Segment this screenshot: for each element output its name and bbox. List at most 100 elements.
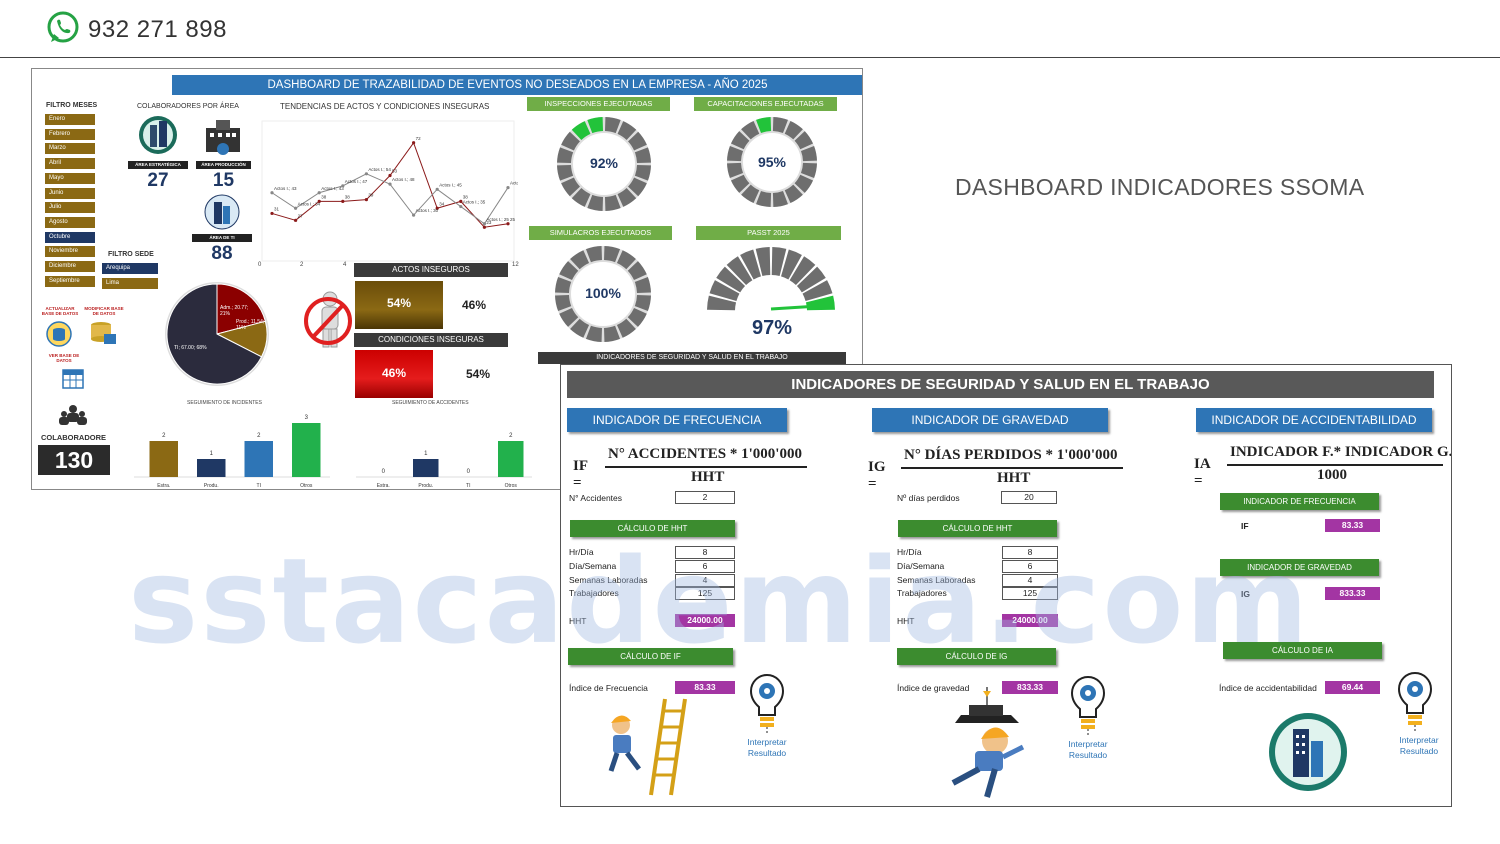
- ig-dias-input[interactable]: 20: [1001, 491, 1057, 504]
- hht-row-input[interactable]: 4: [1002, 573, 1058, 587]
- hht-row-input[interactable]: 125: [675, 587, 735, 601]
- line-point: [317, 191, 321, 195]
- ig-result-label: Índice de gravedad: [897, 683, 970, 693]
- inspecciones-value: 92%: [589, 155, 619, 171]
- line-point: [459, 204, 463, 209]
- cond-pct-b: 54%: [466, 367, 491, 381]
- ia-if-value: 83.33: [1325, 519, 1380, 532]
- frecuencia-header: INDICADOR DE FRECUENCIA: [567, 408, 787, 432]
- sede-button-lima[interactable]: Lima: [102, 278, 158, 289]
- capacitaciones-value: 95%: [757, 154, 787, 170]
- month-button[interactable]: Noviembre: [45, 246, 95, 258]
- line-data-label: Actos I.; 43: [321, 186, 344, 191]
- whatsapp-icon[interactable]: [46, 11, 80, 45]
- line-point: [364, 172, 368, 176]
- bar-value-label: 0: [467, 469, 471, 475]
- gauge-segment: [707, 295, 737, 311]
- if-accidentes-label: N° Accidentes: [569, 493, 623, 503]
- phone-number[interactable]: 932 271 898: [88, 16, 227, 43]
- line-data-label: Actos I.; 35: [463, 200, 486, 205]
- line-data-label: 27: [298, 213, 304, 218]
- modificar-label: MODIFICAR BASE DE DATOS: [84, 306, 124, 316]
- month-button[interactable]: Enero: [45, 114, 95, 125]
- hht-row-input[interactable]: 8: [1002, 546, 1058, 559]
- month-button[interactable]: Octubre: [45, 231, 95, 243]
- line-data-label: Actos I.; 46: [510, 181, 518, 186]
- gravedad-header: INDICADOR DE GRAVEDAD: [872, 408, 1108, 432]
- line-point: [459, 199, 463, 203]
- table-view-icon[interactable]: [62, 368, 84, 390]
- if-result-value: 83.33: [675, 681, 735, 694]
- line-point: [412, 213, 416, 217]
- bulb-gear-icon[interactable]: [745, 671, 789, 733]
- ia-interpret-button[interactable]: Interpretar Resultado: [1399, 735, 1439, 756]
- passt-header: PASST 2025: [696, 226, 841, 240]
- dashboard-title: DASHBOARD DE TRAZABILIDAD DE EVENTOS NO …: [172, 75, 862, 95]
- bulb-gear-icon[interactable]: [1066, 673, 1110, 735]
- gauge-segment: [794, 131, 814, 150]
- gauge-segment: [634, 164, 651, 181]
- hht-row-input[interactable]: 8: [675, 546, 735, 559]
- if-accidentes-input[interactable]: 2: [675, 491, 735, 504]
- pie-slice-adm: [216, 283, 266, 335]
- team-icon: [59, 405, 87, 425]
- bar-category-label: Otros: [505, 483, 518, 489]
- month-button[interactable]: Julio: [45, 202, 95, 214]
- bulb-gear-icon[interactable]: [1393, 669, 1437, 731]
- if-fraction-line: [605, 466, 807, 468]
- pie-slice-ti: [166, 283, 263, 385]
- database-refresh-icon[interactable]: [46, 321, 72, 347]
- ia-calculo-header: CÁLCULO DE IA: [1223, 642, 1382, 659]
- gauge-inner: [571, 262, 635, 326]
- bar-produ: [413, 459, 439, 477]
- month-button[interactable]: Diciembre: [45, 261, 95, 272]
- month-button[interactable]: Febrero: [45, 128, 95, 140]
- ig-interpret-button[interactable]: Interpretar Resultado: [1068, 739, 1108, 760]
- bar-produ: [197, 459, 226, 477]
- sede-button-arequipa[interactable]: Arequipa: [102, 263, 158, 274]
- gauge-segment: [627, 261, 647, 281]
- office-building-icon: [204, 194, 240, 230]
- ig-lhs: IG =: [868, 459, 886, 492]
- passt-gauge: [707, 247, 835, 311]
- gauge-segment: [726, 256, 753, 286]
- if-calculo-header: CÁLCULO DE IF: [568, 648, 733, 665]
- hht-row-input[interactable]: 6: [675, 559, 735, 573]
- ig-denominator: HHT: [997, 470, 1031, 486]
- month-button[interactable]: Marzo: [45, 143, 95, 155]
- line-axis-tick: 0: [258, 262, 262, 268]
- seguimiento-accidentes-title: SEGUIMIENTO DE ACCIDENTES: [392, 400, 469, 406]
- line-point: [435, 206, 439, 210]
- ig-calculo-header: CÁLCULO DE IG: [897, 648, 1056, 665]
- line-data-label: Actos I.; 48: [392, 177, 415, 182]
- gauge-segment: [716, 266, 746, 293]
- area-pie-chart: [165, 282, 269, 386]
- building-icon: [139, 116, 177, 154]
- database-edit-icon[interactable]: [88, 320, 118, 346]
- pie-label-adm: Adm.; 20.77; 21%: [220, 305, 249, 317]
- colaboradores-total: 130: [38, 445, 110, 475]
- line-data-label: Actos I.; 25: [486, 217, 509, 222]
- hht-row-input[interactable]: 125: [1002, 587, 1058, 601]
- gauge-segment: [634, 147, 651, 164]
- gauge-segment: [570, 250, 590, 270]
- month-button[interactable]: Mayo: [45, 172, 95, 184]
- hht-row-label: Hr/Día: [897, 547, 922, 557]
- month-button[interactable]: Septiembre: [45, 275, 95, 287]
- line-point: [506, 222, 510, 226]
- line-data-label: 23: [486, 220, 492, 225]
- gauge-segment: [771, 247, 787, 277]
- gauge-segment: [559, 307, 579, 327]
- hht-row-input[interactable]: 6: [1002, 559, 1058, 573]
- gauge-inner: [743, 133, 801, 191]
- hht-row-input[interactable]: 4: [675, 573, 735, 587]
- indicadores-sst-dashboard: INDICADORES DE SEGURIDAD Y SALUD EN EL T…: [560, 364, 1452, 807]
- month-button[interactable]: Agosto: [45, 216, 95, 228]
- area-ti-caption: ÁREA DE TI: [192, 234, 252, 242]
- gauge-segment: [587, 194, 604, 211]
- month-button[interactable]: Abril: [45, 158, 95, 170]
- gauge-segment: [741, 184, 760, 204]
- ia-denominator: 1000: [1317, 467, 1347, 483]
- month-button[interactable]: Junio: [45, 187, 95, 199]
- if-interpret-button[interactable]: Interpretar Resultado: [747, 737, 787, 758]
